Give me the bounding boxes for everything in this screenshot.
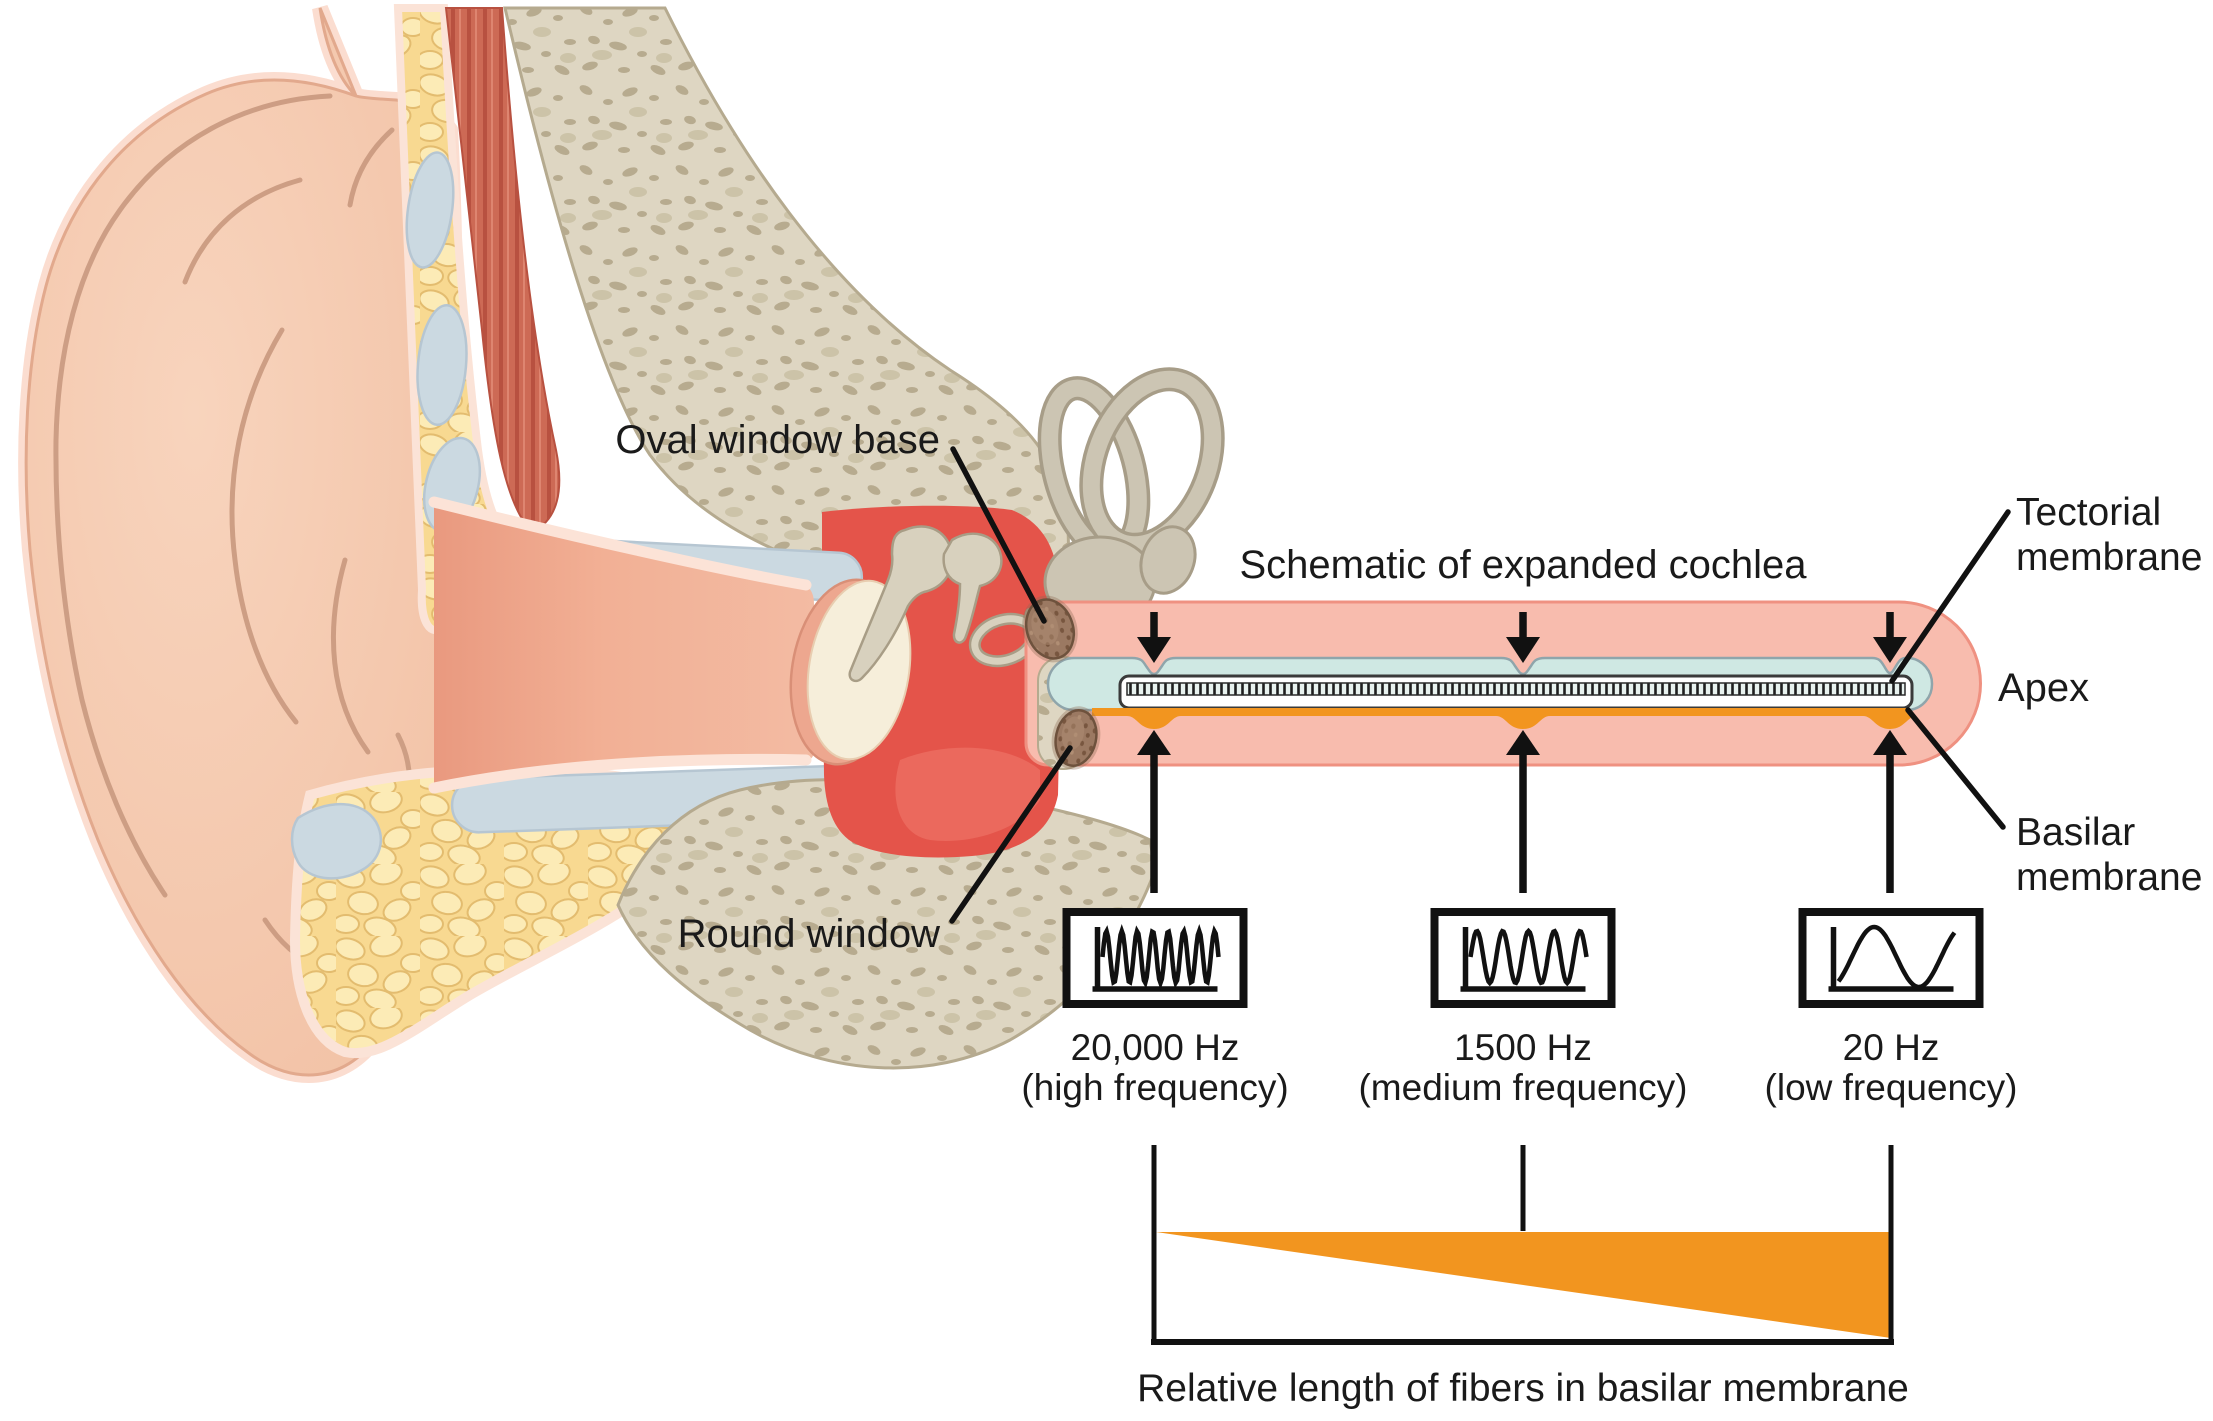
pointer-lines xyxy=(949,446,2011,924)
pointer-oval-window xyxy=(950,446,1047,624)
oval-window-base-label: Oval window base xyxy=(615,418,940,462)
basilar-membrane-bumps xyxy=(1127,716,1917,729)
basilar-membrane-label-line2: membrane xyxy=(2016,856,2203,899)
wave-low-frequency xyxy=(1836,924,1957,990)
up-arrow-3 xyxy=(1873,730,1907,893)
pressure-arrows xyxy=(1137,612,1907,893)
ear-canal-skin-bottom xyxy=(428,753,812,794)
basilar-membrane-label: Basilar membrane xyxy=(2016,810,2202,900)
basilar-membrane-label-line1: Basilar xyxy=(2016,811,2136,854)
tectorial-membrane-label-line1: Tectorial xyxy=(2016,491,2162,534)
fiber-length-bracket xyxy=(1151,1145,1894,1345)
up-arrow-2 xyxy=(1506,730,1540,893)
inner-ear xyxy=(1037,367,1225,629)
wave-medium-frequency xyxy=(1468,927,1589,987)
pointer-basilar-membrane xyxy=(1905,707,2006,830)
frequency-descriptor-high: (high frequency) xyxy=(1021,1067,1289,1108)
down-arrow-2 xyxy=(1506,612,1540,663)
tectorial-membrane-band xyxy=(1118,674,1914,710)
tectorial-membrane-label: Tectorial membrane xyxy=(2016,490,2202,580)
frequency-label-medium: 1500 Hz (medium frequency) xyxy=(1333,1028,1713,1108)
hair-cell-hatching xyxy=(1126,682,1906,696)
pointer-tectorial-membrane xyxy=(1889,509,2011,684)
freq-box-2 xyxy=(1430,908,1616,1008)
fiber-length-triangle xyxy=(1156,1232,1891,1338)
middle-ear xyxy=(428,496,1060,858)
wave-high-frequency xyxy=(1100,923,1221,990)
frequency-boxes xyxy=(1062,908,1984,1008)
temporal-bone xyxy=(503,6,1157,1070)
pointer-round-window xyxy=(949,745,1073,924)
frequency-value-medium: 1500 Hz xyxy=(1454,1027,1592,1068)
up-arrow-1 xyxy=(1137,730,1171,893)
freq-box-1 xyxy=(1062,908,1248,1008)
frequency-label-low: 20 Hz (low frequency) xyxy=(1701,1028,2081,1108)
round-window-label: Round window xyxy=(677,912,940,956)
down-arrow-1 xyxy=(1137,612,1171,663)
middle-ear-cavity-shade xyxy=(895,747,1040,841)
apex-label: Apex xyxy=(1998,666,2090,710)
incus xyxy=(942,532,1003,644)
frequency-label-high: 20,000 Hz (high frequency) xyxy=(965,1028,1345,1108)
frequency-value-high: 20,000 Hz xyxy=(1070,1027,1240,1068)
tissue-layers xyxy=(289,3,884,1059)
frequency-value-low: 20 Hz xyxy=(1842,1027,1940,1068)
fiber-length-caption: Relative length of fibers in basilar mem… xyxy=(1137,1367,1909,1410)
frequency-descriptor-low: (low frequency) xyxy=(1764,1067,2018,1108)
frequency-descriptor-medium: (medium frequency) xyxy=(1358,1067,1688,1108)
cochlea-schematic xyxy=(1022,595,1982,770)
vestibule-lobe xyxy=(1139,525,1197,595)
tectorial-membrane-label-line2: membrane xyxy=(2016,536,2203,579)
schematic-title: Schematic of expanded cochlea xyxy=(1239,543,1807,587)
freq-box-3 xyxy=(1798,908,1984,1008)
ear-canal-skin-top xyxy=(428,496,812,591)
down-arrow-3 xyxy=(1873,612,1907,663)
basilar-membrane-line xyxy=(1092,708,1910,716)
